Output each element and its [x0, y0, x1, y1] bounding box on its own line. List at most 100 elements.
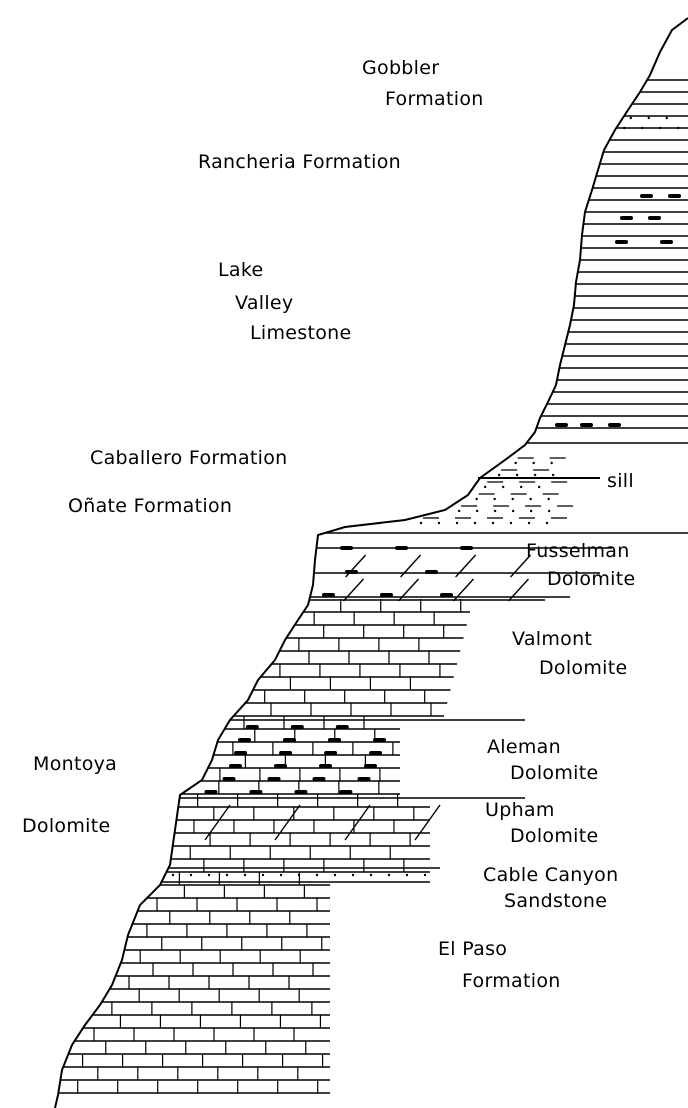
label-gobbler-formation-line2: Formation — [385, 88, 484, 110]
sandstone-dot — [280, 874, 282, 876]
silt-dot — [512, 498, 514, 500]
label-fusselman-line2: Dolomite — [547, 568, 635, 590]
silt-dot — [548, 510, 550, 512]
silt-dot — [534, 474, 536, 476]
silt-dot — [438, 522, 440, 524]
silt-dot — [552, 474, 554, 476]
chert-nodule — [580, 423, 593, 427]
cliff-profile-line — [55, 18, 688, 1108]
dolomite-hatch — [205, 805, 230, 840]
dolomite-hatch — [415, 805, 440, 840]
chert-nodule — [373, 738, 386, 742]
silt-dot — [456, 522, 458, 524]
silt-dot — [502, 486, 504, 488]
sandstone-dot — [666, 117, 668, 119]
chert-nodule — [322, 593, 335, 597]
sandstone-dot — [677, 127, 679, 129]
silt-dot — [516, 474, 518, 476]
sandstone-dot — [630, 117, 632, 119]
chert-nodule — [319, 764, 332, 768]
silt-dot — [510, 522, 512, 524]
chert-nodule — [555, 423, 568, 427]
silt-dot — [476, 498, 478, 500]
chert-nodule — [279, 751, 292, 755]
silt-dot — [538, 486, 540, 488]
chert-nodule — [615, 240, 628, 244]
sandstone-dot — [190, 874, 192, 876]
sandstone-dot — [370, 874, 372, 876]
label-lake-valley-line2: Valley — [235, 292, 293, 314]
silt-dot — [528, 522, 530, 524]
label-montoya-line2: Dolomite — [22, 815, 110, 837]
chert-nodule — [249, 790, 262, 794]
silt-dot — [474, 522, 476, 524]
chert-nodule — [364, 764, 377, 768]
sandstone-dot — [226, 874, 228, 876]
sandstone-dot — [388, 874, 390, 876]
chert-nodule — [395, 546, 408, 550]
silt-dot — [492, 522, 494, 524]
silt-dot — [420, 522, 422, 524]
silt-dot — [532, 462, 534, 464]
label-el-paso-line2: Formation — [462, 970, 561, 992]
sandstone-dot — [641, 127, 643, 129]
chert-nodule — [440, 593, 453, 597]
silt-dot — [530, 510, 532, 512]
chert-nodule — [460, 546, 473, 550]
label-upham-line1: Upham — [485, 799, 555, 821]
label-lake-valley-line3: Limestone — [250, 322, 351, 344]
sandstone-dot — [648, 117, 650, 119]
sandstone-dot — [262, 874, 264, 876]
label-fusselman-line1: Fusselman — [526, 540, 630, 562]
sandstone-dot — [172, 874, 174, 876]
chert-nodule — [246, 725, 259, 729]
label-rancheria-formation: Rancheria Formation — [198, 151, 401, 173]
chert-nodule — [640, 194, 653, 198]
chert-nodule — [380, 593, 393, 597]
dolomite-hatch — [275, 805, 300, 840]
silt-dot — [548, 498, 550, 500]
chert-nodule — [620, 216, 633, 220]
label-sill: sill — [607, 470, 634, 492]
sandstone-dot — [316, 874, 318, 876]
chert-nodule — [313, 777, 326, 781]
chert-nodule — [294, 790, 307, 794]
silt-dot — [494, 498, 496, 500]
chert-nodule — [268, 777, 281, 781]
chert-nodule — [608, 423, 621, 427]
silt-dot — [498, 474, 500, 476]
silt-dot — [458, 510, 460, 512]
sandstone-dot — [623, 127, 625, 129]
dolomite-hatch — [345, 805, 370, 840]
sandstone-dot — [334, 874, 336, 876]
silt-dot — [520, 486, 522, 488]
chert-nodule — [668, 194, 681, 198]
chert-nodule — [340, 546, 353, 550]
silt-dot — [514, 462, 516, 464]
chert-nodule — [204, 790, 217, 794]
sandstone-dot — [298, 874, 300, 876]
chert-nodule — [369, 751, 382, 755]
chert-nodule — [648, 216, 661, 220]
sandstone-dot — [208, 874, 210, 876]
label-valmont-line2: Dolomite — [539, 657, 627, 679]
label-upham-line2: Dolomite — [510, 825, 598, 847]
label-montoya-line1: Montoya — [33, 753, 117, 775]
silt-dot — [530, 498, 532, 500]
sandstone-dot — [424, 874, 426, 876]
label-el-paso-line1: El Paso — [438, 938, 507, 960]
label-cable-canyon-line1: Cable Canyon — [483, 864, 618, 886]
label-aleman-line1: Aleman — [487, 736, 561, 758]
chert-nodule — [328, 738, 341, 742]
sandstone-dot — [406, 874, 408, 876]
sandstone-dot — [352, 874, 354, 876]
chert-nodule — [336, 725, 349, 729]
silt-dot — [546, 522, 548, 524]
sandstone-dot — [659, 127, 661, 129]
chert-nodule — [229, 764, 242, 768]
label-lake-valley-line1: Lake — [218, 259, 263, 281]
chert-nodule — [345, 570, 358, 574]
sandstone-dot — [244, 874, 246, 876]
label-gobbler-formation-line1: Gobbler — [362, 57, 439, 79]
chert-nodule — [234, 751, 247, 755]
